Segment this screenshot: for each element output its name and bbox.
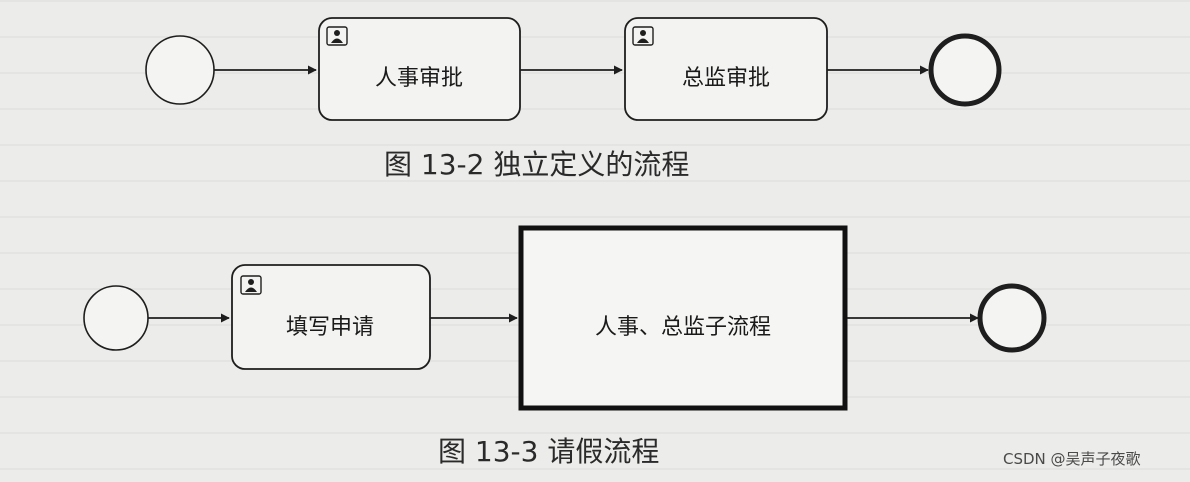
task-box: [624, 17, 828, 121]
task-box: [231, 264, 431, 370]
task-box: [318, 17, 521, 121]
end-event: [977, 283, 1047, 353]
end-event: [928, 33, 1002, 107]
subprocess-box: [518, 225, 848, 411]
figure-caption-13-2: 图 13-2 独立定义的流程: [384, 148, 690, 181]
process-diagram-13-2: 人事审批 总监审批: [145, 17, 1002, 121]
user-task-fill-application: 填写申请: [231, 264, 431, 370]
start-event: [83, 285, 149, 351]
task-label: 填写申请: [286, 315, 374, 340]
start-event: [145, 35, 215, 105]
subprocess-label: 人事、总监子流程: [595, 315, 771, 340]
user-task-director-approval: 总监审批: [624, 17, 828, 121]
process-diagram-13-3: 填写申请 人事、总监子流程: [83, 225, 1047, 411]
call-activity-hr-director-subprocess: 人事、总监子流程: [518, 225, 848, 411]
user-task-hr-approval: 人事审批: [318, 17, 521, 121]
figure-caption-13-3: 图 13-3 请假流程: [438, 435, 660, 468]
user-task-icon: [326, 26, 348, 46]
user-task-icon: [240, 275, 262, 295]
task-label: 总监审批: [682, 66, 770, 91]
task-label: 人事审批: [375, 66, 463, 91]
watermark: CSDN @吴声子夜歌: [1003, 450, 1141, 468]
user-task-icon: [632, 26, 654, 46]
